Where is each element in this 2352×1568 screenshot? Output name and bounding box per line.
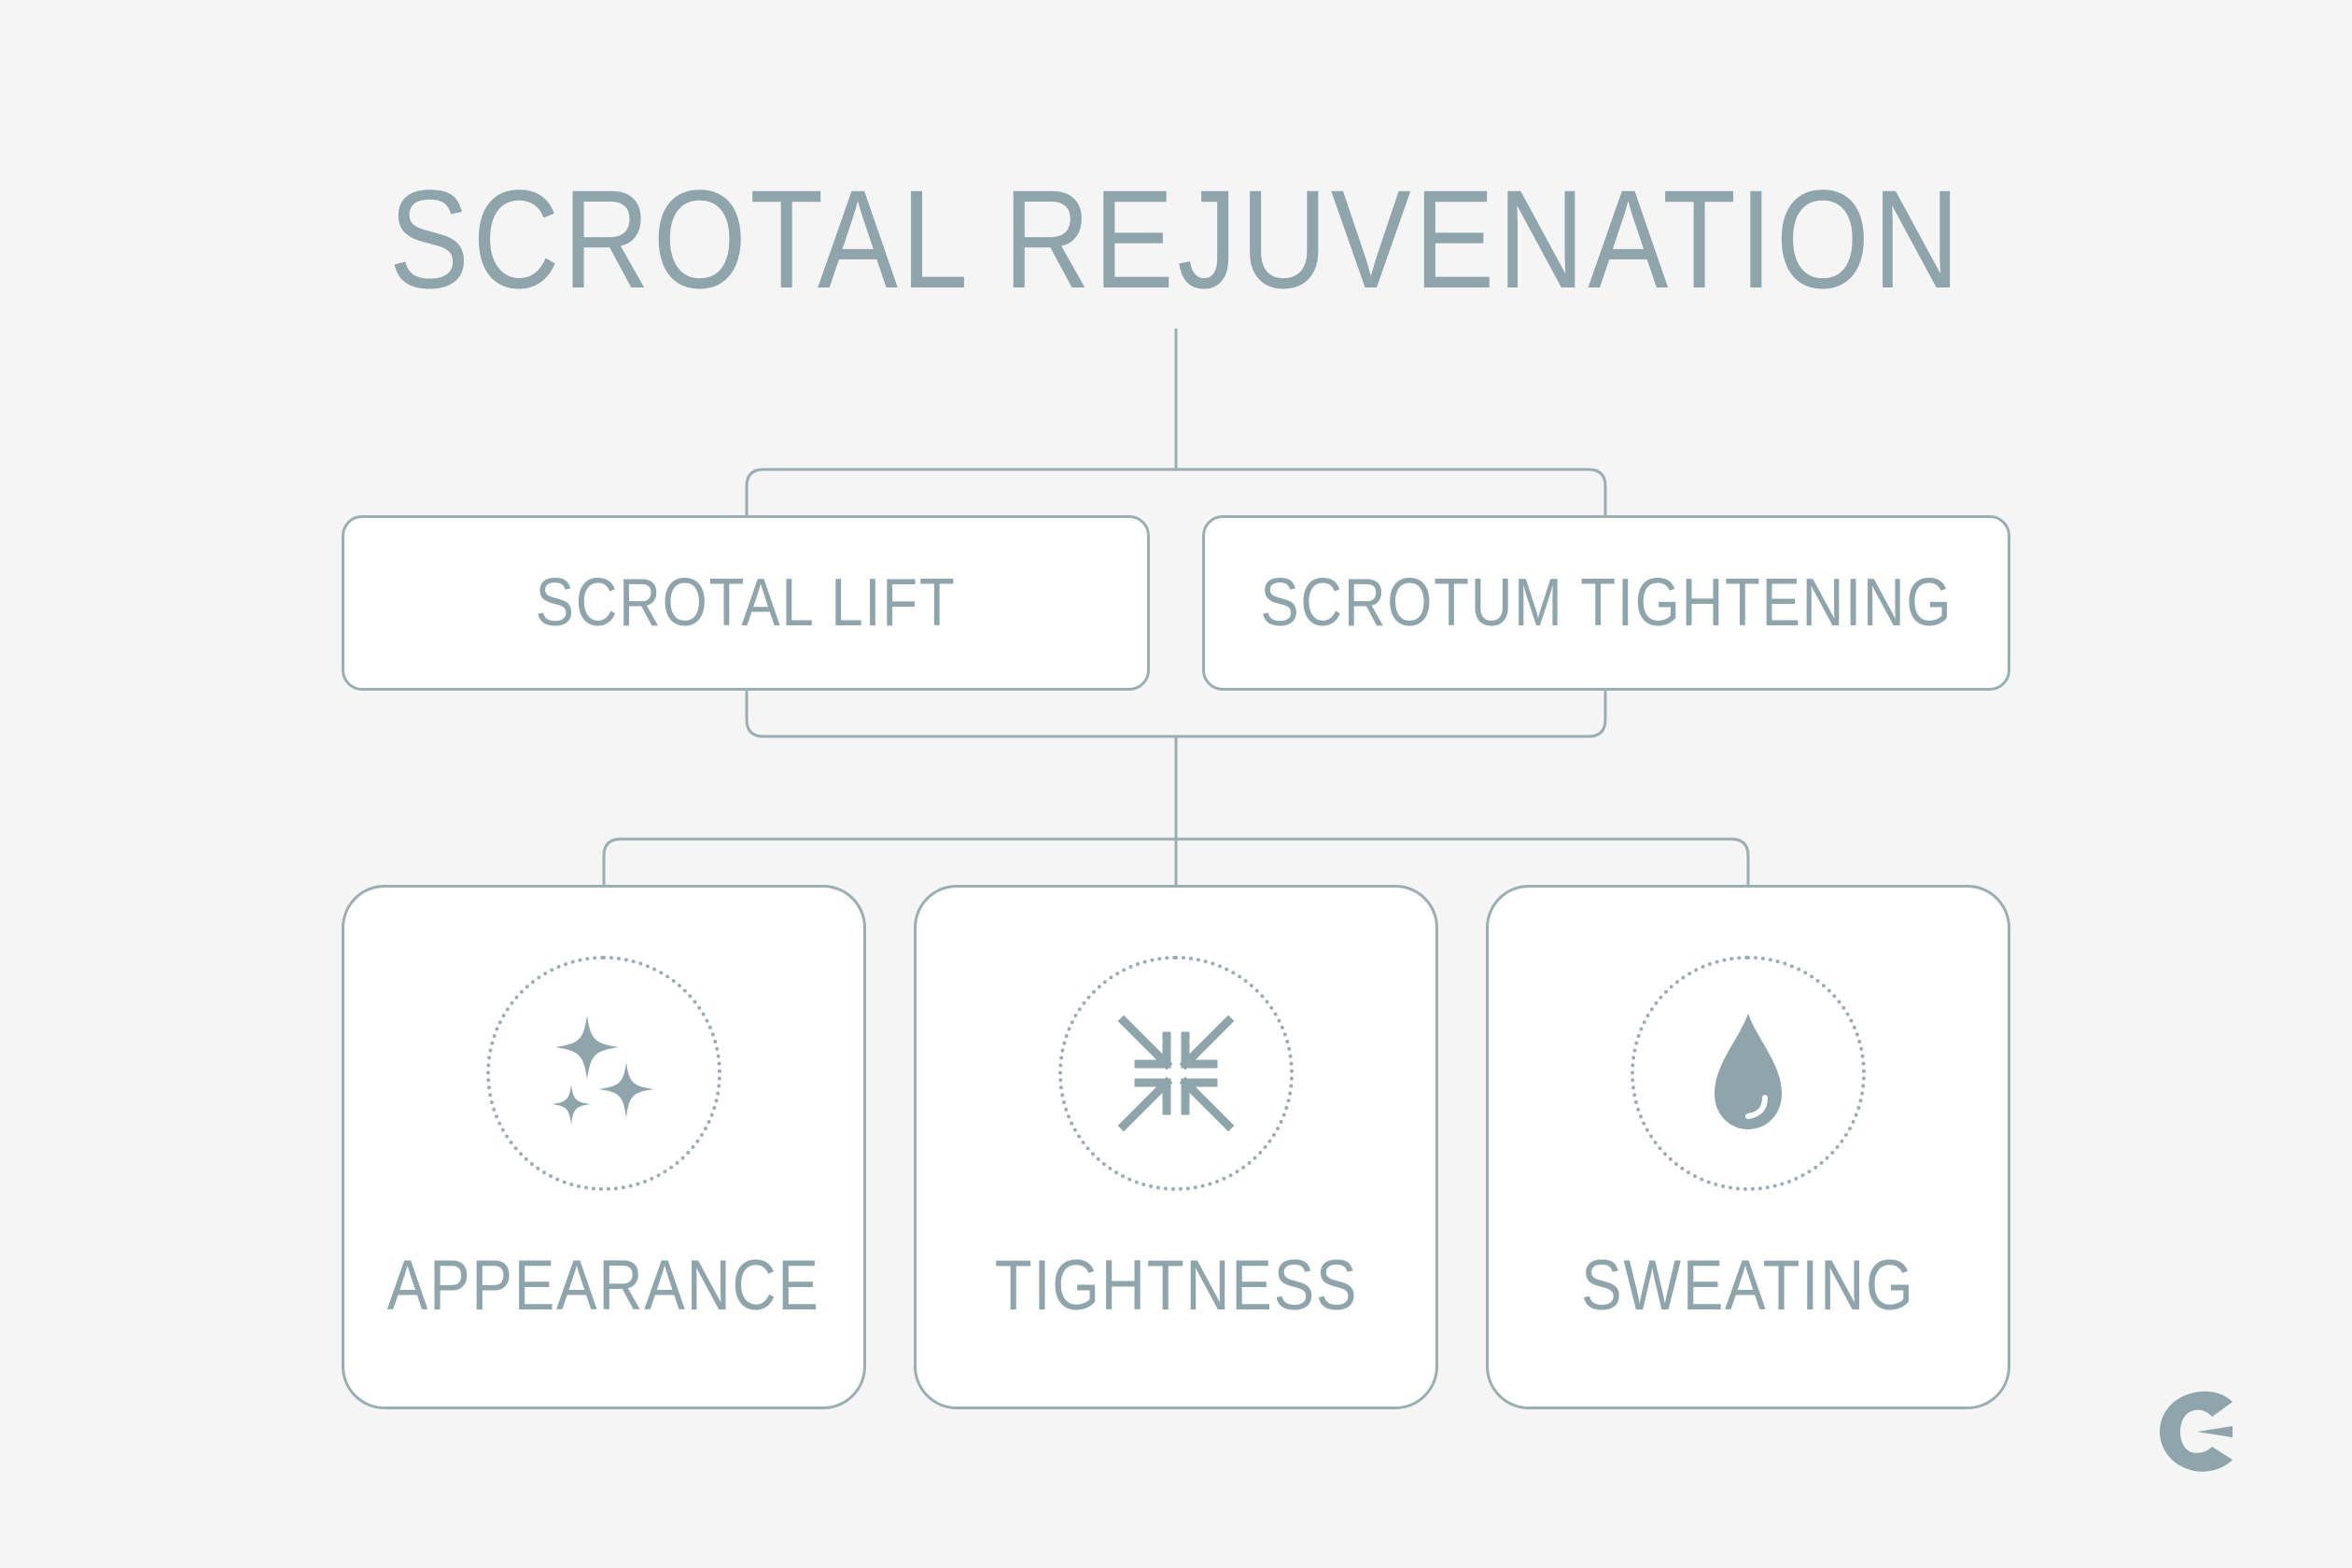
water-drop-icon — [1715, 1014, 1782, 1129]
compress-arrows-icon — [1117, 1015, 1235, 1132]
benefit-label: APPEARANCE — [387, 1246, 820, 1325]
benefit-label: SWEATING — [1581, 1246, 1915, 1325]
connector-benefit-bracket — [602, 837, 1750, 885]
procedure-label: SCROTAL LIFT — [535, 566, 957, 640]
benefit-label: TIGHTNESS — [994, 1246, 1358, 1325]
connector-bottom-bracket — [745, 691, 1607, 738]
procedure-box-scrotal-lift: SCROTAL LIFT — [342, 515, 1150, 691]
procedure-label: SCROTUM TIGHTENING — [1260, 566, 1953, 640]
connector-top-bracket — [745, 468, 1607, 515]
sparkles-icon — [552, 1015, 654, 1125]
icon-ring — [1058, 956, 1294, 1191]
benefit-card-tightness: TIGHTNESS — [914, 885, 1438, 1409]
benefit-card-sweating: SWEATING — [1486, 885, 2010, 1409]
diagram-title: SCROTAL REJUVENATION — [388, 161, 1964, 317]
procedure-box-scrotum-tightening: SCROTUM TIGHTENING — [1202, 515, 2010, 691]
benefit-card-appearance: APPEARANCE — [342, 885, 866, 1409]
icon-ring — [1631, 956, 1866, 1191]
icon-ring — [486, 956, 721, 1191]
c-brand-logo — [2160, 1391, 2236, 1472]
